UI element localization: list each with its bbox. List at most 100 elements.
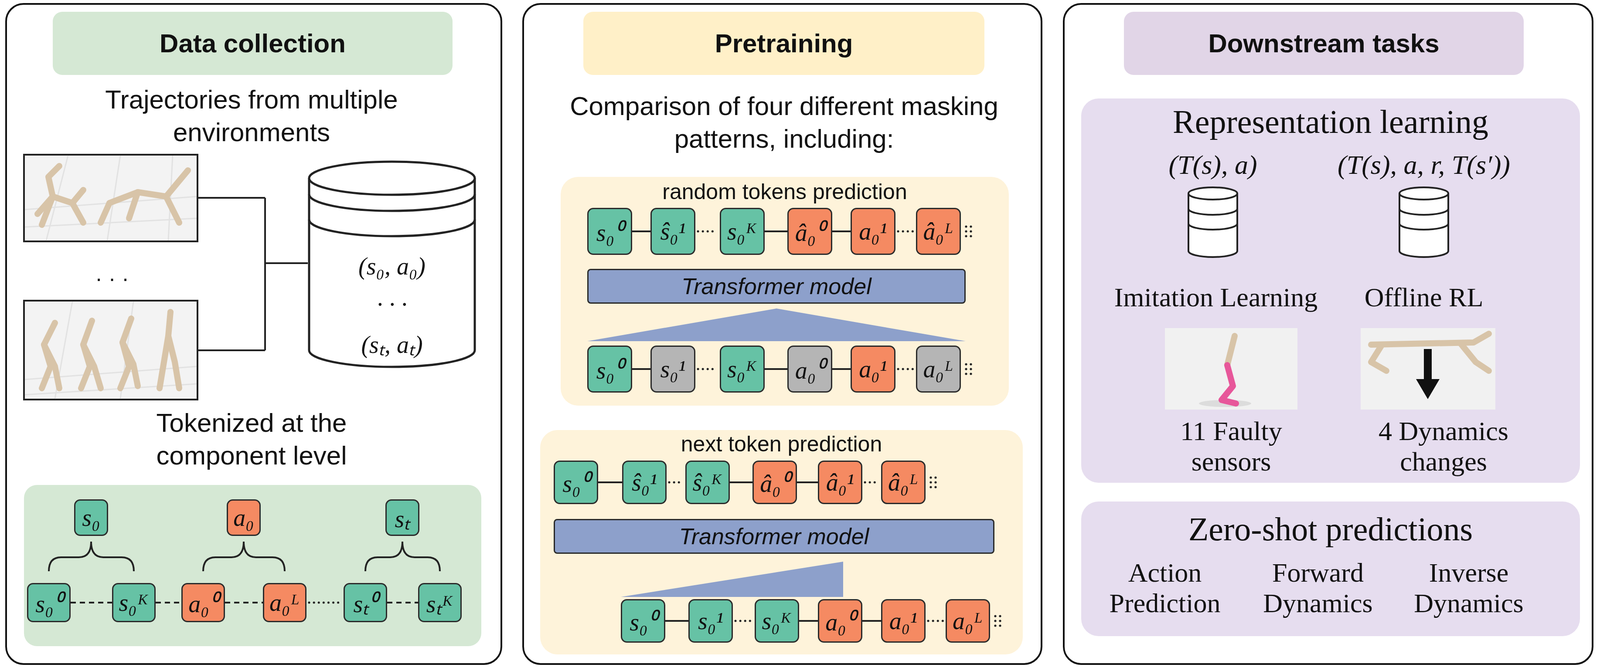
node-text: (T(s), a) xyxy=(1125,149,1301,181)
robot-figure xyxy=(41,312,180,389)
image-ground xyxy=(1164,328,1298,410)
token-box: s₀ᴷ xyxy=(719,345,765,393)
text-holder: Imitation Learning xyxy=(1093,282,1338,313)
token-link xyxy=(862,620,882,623)
text-holder: · · · xyxy=(307,290,477,319)
continuation-dots xyxy=(969,372,972,375)
node-text: 11 Faulty sensors xyxy=(1161,415,1301,477)
token-box: a₀ᴸ xyxy=(915,345,961,393)
token-link xyxy=(832,230,851,233)
token-label: a₀¹ xyxy=(889,607,918,636)
continuation-dots xyxy=(994,615,997,618)
token-box: sₜ xyxy=(385,499,420,537)
node-text: Representation learning xyxy=(1081,102,1580,141)
text-holder: random tokens prediction xyxy=(560,179,1009,205)
token-box: s₀ xyxy=(74,499,109,537)
text-holder: Forward Dynamics xyxy=(1248,557,1388,619)
token-link xyxy=(70,602,113,604)
text-holder: Comparison of four different masking pat… xyxy=(530,89,1039,156)
floor-grid xyxy=(24,301,197,399)
token-label: ŝ₀¹ xyxy=(660,217,686,246)
token-box: s₀ᴷ xyxy=(719,207,765,256)
continuation-dots xyxy=(964,234,967,238)
continuation-dots xyxy=(969,225,972,228)
token-link xyxy=(729,481,753,484)
model-label: Transformer model xyxy=(679,523,869,550)
robot-figure xyxy=(37,166,188,225)
section-panel: Downstream tasks Representation learning… xyxy=(1062,3,1594,666)
continuation-dots xyxy=(998,615,1001,618)
node-text: next token prediction xyxy=(540,432,1023,457)
token-box: â₀⁰ xyxy=(787,207,833,256)
token-link xyxy=(697,368,718,371)
token-link xyxy=(764,368,788,371)
database-icon xyxy=(1399,187,1449,258)
token-label: a₀⁰ xyxy=(795,352,825,386)
token-link xyxy=(928,620,943,623)
attention-triangle xyxy=(620,561,844,598)
environment-image xyxy=(23,154,198,242)
transformer-box: Transformer model xyxy=(587,268,966,304)
brace xyxy=(48,541,440,572)
token-box: ŝ₀¹ xyxy=(650,207,696,256)
database-icon xyxy=(1188,187,1238,258)
text-holder: (T(s), a) xyxy=(1125,149,1301,181)
continuation-dots xyxy=(934,481,937,484)
dynamics-change-image xyxy=(1360,328,1496,410)
text-holder: (T(s), a, r, T(s′)) xyxy=(1280,149,1568,181)
token-box: a₀⁰ xyxy=(787,345,833,393)
token-box: a₀¹ xyxy=(850,207,896,256)
token-label: a₀¹ xyxy=(858,217,887,246)
node-text: Comparison of four different masking pat… xyxy=(530,89,1039,156)
token-box: â₀¹ xyxy=(817,460,863,505)
token-box: a₀ xyxy=(226,499,261,537)
token-link xyxy=(735,620,753,623)
token-band xyxy=(23,485,482,647)
node-text: Trajectories from multiple environments xyxy=(55,83,448,149)
token-link xyxy=(669,481,683,484)
token-box: ŝ₀ᴷ xyxy=(685,460,730,505)
continuation-dots xyxy=(994,619,997,623)
token-box: sₜ⁰ xyxy=(343,583,388,623)
token-link xyxy=(864,481,879,484)
text-holder: 11 Faulty sensors xyxy=(1161,415,1301,477)
text-holder: Zero-shot predictions xyxy=(1081,510,1580,549)
continuation-dots xyxy=(964,363,967,366)
token-label: ŝ₀ᴷ xyxy=(692,468,723,497)
text-holder: Representation learning xyxy=(1081,102,1580,141)
token-box: s₀ᴷ xyxy=(112,583,156,623)
token-label: a₀ᴸ xyxy=(269,588,300,617)
node-text: (s₀, a₀) xyxy=(307,252,477,281)
token-link xyxy=(697,230,718,233)
text-holder: Tokenized at the component level xyxy=(116,406,387,473)
continuation-dots xyxy=(994,624,997,627)
token-label: a₀ᴸ xyxy=(952,607,984,636)
text-holder: 4 Dynamics changes xyxy=(1362,415,1525,477)
node-text: (sₜ, aₜ) xyxy=(307,330,477,359)
image-frame xyxy=(23,154,198,242)
database-cylinder: (s₀, a₀) · · · (sₜ, aₜ) xyxy=(307,160,477,368)
node-text: Imitation Learning xyxy=(1093,282,1338,313)
token-box: â₀ᴸ xyxy=(915,207,961,256)
text-holder: (s₀, a₀) xyxy=(307,252,477,281)
node-text: Zero-shot predictions xyxy=(1081,510,1580,549)
text-holder: next token prediction xyxy=(540,432,1023,457)
token-box: s₀⁰ xyxy=(620,599,666,644)
token-label: s₀ᴷ xyxy=(727,355,758,384)
text-holder: Action Prediction xyxy=(1095,557,1235,619)
token-label: a₀¹ xyxy=(858,355,887,384)
token-label: sₜ xyxy=(394,501,411,535)
token-link xyxy=(832,368,851,371)
text-holder: Downstream tasks xyxy=(1123,11,1524,75)
token-label: s₀ xyxy=(81,503,100,532)
token-box: s₀⁰ xyxy=(553,460,599,505)
text-holder: Offline RL xyxy=(1323,282,1525,313)
token-label: s₀⁰ xyxy=(596,214,623,249)
image-ground xyxy=(1360,328,1496,410)
cylinder-top xyxy=(309,161,475,195)
token-box: a₀¹ xyxy=(881,599,926,644)
token-label: s₀⁰ xyxy=(629,604,657,638)
token-box: a₀¹ xyxy=(850,345,896,393)
token-box: s₀ᴷ xyxy=(754,599,800,644)
cylinder-ring xyxy=(309,194,475,237)
